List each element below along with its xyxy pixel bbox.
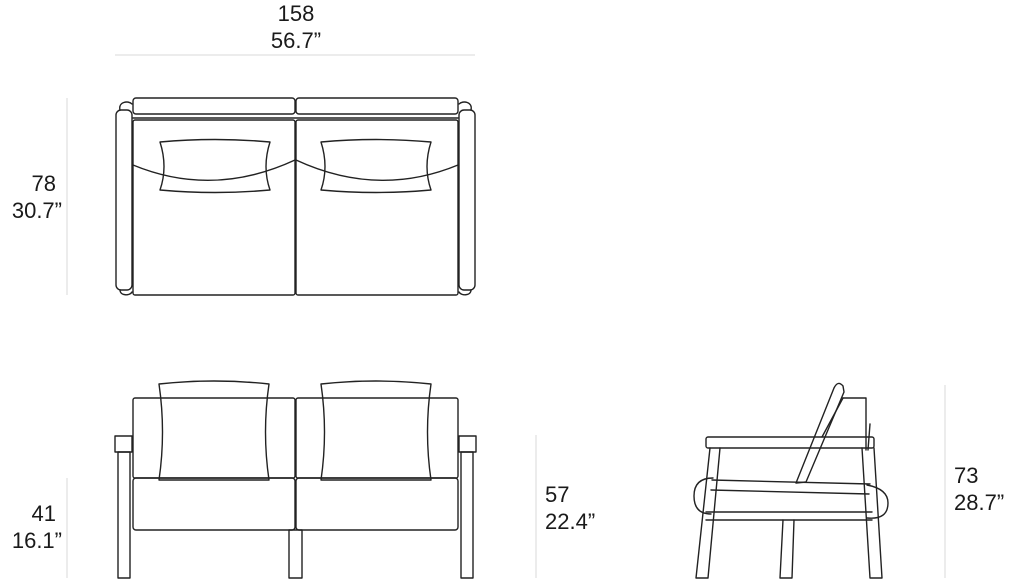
total-height-dimension-label: 73 28.7”: [954, 462, 1010, 516]
width-cm: 158: [277, 1, 315, 26]
width-in: 56.7”: [270, 28, 322, 53]
total-height-cm: 73: [954, 463, 979, 488]
depth-cm: 78: [31, 171, 56, 196]
arm-height-in: 22.4”: [545, 509, 596, 534]
arm-height-dimension-label: 57 22.4”: [545, 481, 625, 535]
front-seat-cushion-left: [132, 477, 296, 531]
front-center-leg: [288, 529, 303, 579]
front-arm-cap-right: [458, 435, 477, 453]
side-view: [693, 382, 889, 579]
top-armrest-left: [115, 109, 133, 291]
front-pillow-right: [320, 380, 432, 481]
top-seat-cushion-right: [295, 119, 459, 296]
seat-height-dimension-label: 41 16.1”: [2, 500, 62, 554]
top-armrest-right: [458, 109, 476, 291]
depth-in: 30.7”: [11, 198, 62, 223]
front-pillow-left: [158, 380, 270, 481]
seat-height-in: 16.1”: [11, 528, 62, 553]
seat-height-cm: 41: [31, 501, 56, 526]
front-seat-cushion-right: [295, 477, 459, 531]
top-view: [115, 97, 476, 296]
side-seat-cushion-back: [866, 484, 889, 519]
depth-dimension-label: 78 30.7”: [2, 170, 62, 224]
side-pillow: [795, 382, 845, 484]
top-pillow-left: [159, 138, 271, 194]
front-arm-cap-left: [114, 435, 133, 453]
front-back-cushion-right: [295, 397, 459, 479]
total-height-in: 28.7”: [954, 490, 1005, 515]
top-back-cushion-right: [295, 97, 459, 115]
front-back-cushion-left: [132, 397, 296, 479]
front-view: [114, 380, 477, 579]
side-seat-cushion-front: [693, 477, 714, 515]
arm-height-cm: 57: [545, 482, 570, 507]
width-dimension-label: 158 56.7”: [256, 0, 336, 54]
top-back-cushion-left: [132, 97, 296, 115]
front-leg-left: [117, 451, 131, 579]
top-seat-cushion-left: [132, 119, 296, 296]
front-leg-right: [460, 451, 474, 579]
side-armrest: [705, 436, 875, 449]
top-pillow-right: [320, 138, 432, 194]
